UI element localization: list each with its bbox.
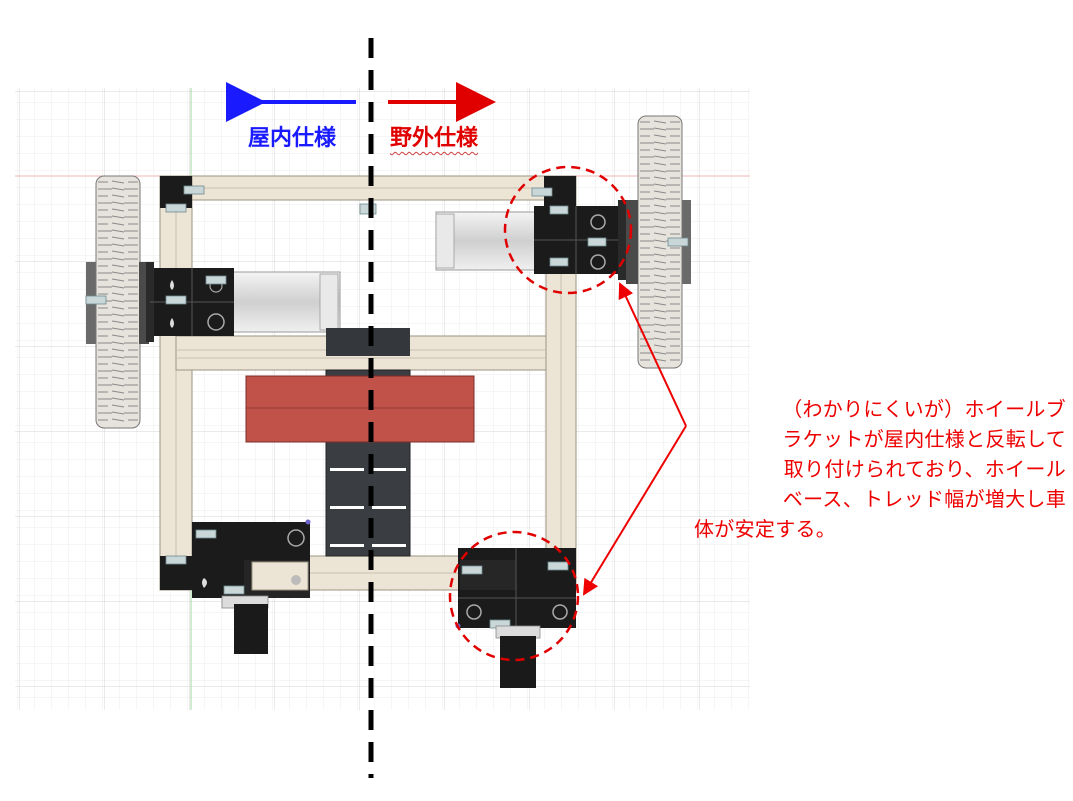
- indoor-spec-label: 屋内仕様: [248, 126, 337, 151]
- highlight-circle-bottom: [448, 530, 580, 662]
- wheel-tread-rib: [640, 309, 680, 313]
- annotation-line: 体が安定する。: [694, 517, 837, 541]
- wheel-tread-rib: [640, 197, 680, 201]
- wheel-tread-rib: [640, 246, 680, 250]
- wheel-tread-rib: [640, 260, 680, 264]
- annotation-text: （わかりにくいが）ホイールブ ラケットが屋内仕様と反転して 取り付けられており、…: [694, 394, 1066, 544]
- wheel-tread-rib: [98, 397, 138, 401]
- wheel-tread-rib: [640, 141, 680, 145]
- wheel-tread-rib: [98, 313, 138, 317]
- wheel-tread-rib: [640, 302, 680, 306]
- wheel-tread-rib: [640, 218, 680, 222]
- wheel-tread-rib: [98, 278, 138, 282]
- wheel-tread-rib: [98, 320, 138, 324]
- wheel-tread-rib: [98, 194, 138, 198]
- left-bottom-bracket: [192, 519, 311, 654]
- wheel-tread-rib: [98, 236, 138, 240]
- wheel-tread-rib: [98, 404, 138, 408]
- wheel-tread-rib: [98, 383, 138, 387]
- wheel-tread-rib: [98, 250, 138, 254]
- wheel-tread-rib: [640, 183, 680, 187]
- wheel-tread-rib: [98, 418, 138, 422]
- board-slot: [372, 468, 406, 471]
- wheel-tread-rib: [98, 369, 138, 373]
- wheel-tread-rib: [640, 337, 680, 341]
- right-motor-assembly: [435, 200, 626, 280]
- wheel-tread-rib: [640, 232, 680, 236]
- wheel-tread-rib: [98, 215, 138, 219]
- wheel-tread-rib: [98, 306, 138, 310]
- wheel-tread-rib: [98, 229, 138, 233]
- wheel-tread-rib: [640, 148, 680, 152]
- wheel-tread-rib: [640, 295, 680, 299]
- wheel-tread-rib: [640, 281, 680, 285]
- right-wheel: [626, 115, 691, 369]
- battery-pack: [245, 375, 475, 443]
- wheel-tread-rib: [98, 264, 138, 268]
- annotation-line: ベース、トレッド幅が増大し車: [782, 487, 1066, 511]
- wheel-tread-rib: [98, 348, 138, 352]
- wheel-tread-rib: [640, 176, 680, 180]
- wheel-tread-rib: [98, 208, 138, 212]
- wheel-tread-rib: [98, 187, 138, 191]
- wheel-tread-rib: [98, 222, 138, 226]
- wheel-tread-rib: [640, 288, 680, 292]
- wheel-tread-rib: [98, 327, 138, 331]
- board-slot: [372, 544, 406, 547]
- highlight-circle-top: [503, 165, 633, 295]
- wheel-tread-rib: [640, 127, 680, 131]
- wheel-tread-rib: [640, 211, 680, 215]
- annotation-line: 取り付けられており、ホイール: [783, 457, 1066, 481]
- wheel-tread-rib: [640, 120, 680, 124]
- wheel-tread-rib: [98, 355, 138, 359]
- wheel-tread-rib: [640, 323, 680, 327]
- wheel-tread-rib: [98, 243, 138, 247]
- wheel-tread-rib: [98, 341, 138, 345]
- wheel-tread-rib: [640, 253, 680, 257]
- wheel-tread-rib: [640, 267, 680, 271]
- wheel-tread-rib: [98, 271, 138, 275]
- center-electronics: [245, 328, 475, 557]
- board-slot: [372, 506, 406, 509]
- wheel-tread-rib: [98, 285, 138, 289]
- board-slot: [330, 544, 364, 547]
- wheel-tread-rib: [640, 155, 680, 159]
- left-motor-assembly: [146, 262, 341, 342]
- wheel-tread-rib: [640, 316, 680, 320]
- wheel-tread-rib: [640, 134, 680, 138]
- left-wheel: [86, 175, 149, 429]
- board-slot: [330, 506, 364, 509]
- wheel-tread-rib: [640, 225, 680, 229]
- right-bottom-bracket: [455, 548, 576, 688]
- wheel-tread-rib: [98, 362, 138, 366]
- wheel-tread-rib: [640, 204, 680, 208]
- wheel-tread-rib: [98, 334, 138, 338]
- wheel-tread-rib: [640, 190, 680, 194]
- callout-pointers: [582, 282, 687, 596]
- wheel-tread-rib: [98, 292, 138, 296]
- board-slot: [330, 468, 364, 471]
- wheel-tread-rib: [98, 180, 138, 184]
- annotation-line: ラケットが屋内仕様と反転して: [782, 427, 1066, 451]
- wheel-tread-rib: [98, 257, 138, 261]
- wheel-tread-rib: [98, 376, 138, 380]
- outdoor-spec-label: 野外仕様: [390, 126, 479, 151]
- wheel-tread-rib: [640, 169, 680, 173]
- wheel-tread-rib: [98, 411, 138, 415]
- wheel-tread-rib: [98, 390, 138, 394]
- wheel-tread-rib: [640, 274, 680, 278]
- annotation-line: （わかりにくいが）ホイールブ: [782, 397, 1066, 421]
- wheel-tread-rib: [640, 162, 680, 166]
- wheel-tread-rib: [98, 201, 138, 205]
